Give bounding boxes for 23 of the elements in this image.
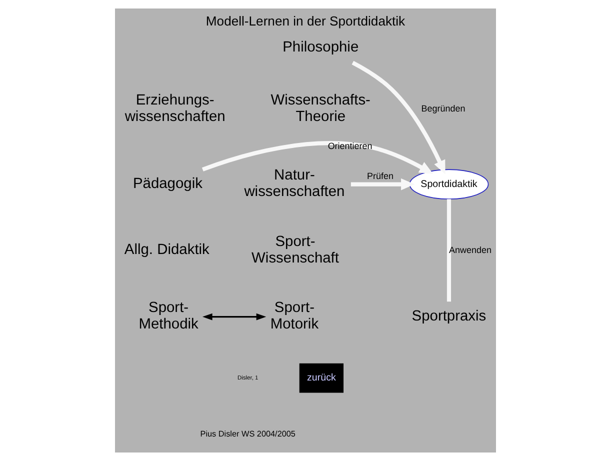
- arrow: [202, 313, 266, 320]
- arrow: [351, 60, 445, 174]
- label: Wissenschafts- Theorie: [270, 92, 370, 125]
- node-text: Pädagogik: [132, 176, 202, 192]
- node-text: Sport- Methodik: [138, 300, 198, 333]
- label: Allg. Didaktik: [124, 242, 209, 258]
- label: Erziehungs- wissenschaften: [124, 92, 225, 125]
- node-text: Sportpraxis: [411, 308, 486, 324]
- edge-label: Prüfen: [366, 171, 394, 182]
- edge-label: Orientieren: [327, 140, 372, 151]
- label: zurück: [306, 372, 336, 384]
- arrow: [201, 141, 433, 174]
- diagram-title: Modell-Lernen in der Sportdidaktik: [205, 14, 405, 29]
- node-text: Natur- wissenschaften: [244, 168, 344, 200]
- arrow: [350, 178, 414, 190]
- caption: Pius Disler WS 2004/2005: [200, 430, 295, 439]
- node-text: Sport- Motorik: [270, 300, 318, 333]
- label: Sport- Wissenschaft: [251, 234, 338, 266]
- node-ellipse: Sportdidaktik: [408, 169, 488, 200]
- node-text: Philosophie: [282, 39, 358, 56]
- edge-label: Begründen: [420, 103, 465, 114]
- connector: [446, 199, 451, 302]
- edge-label: Anwenden: [448, 244, 491, 255]
